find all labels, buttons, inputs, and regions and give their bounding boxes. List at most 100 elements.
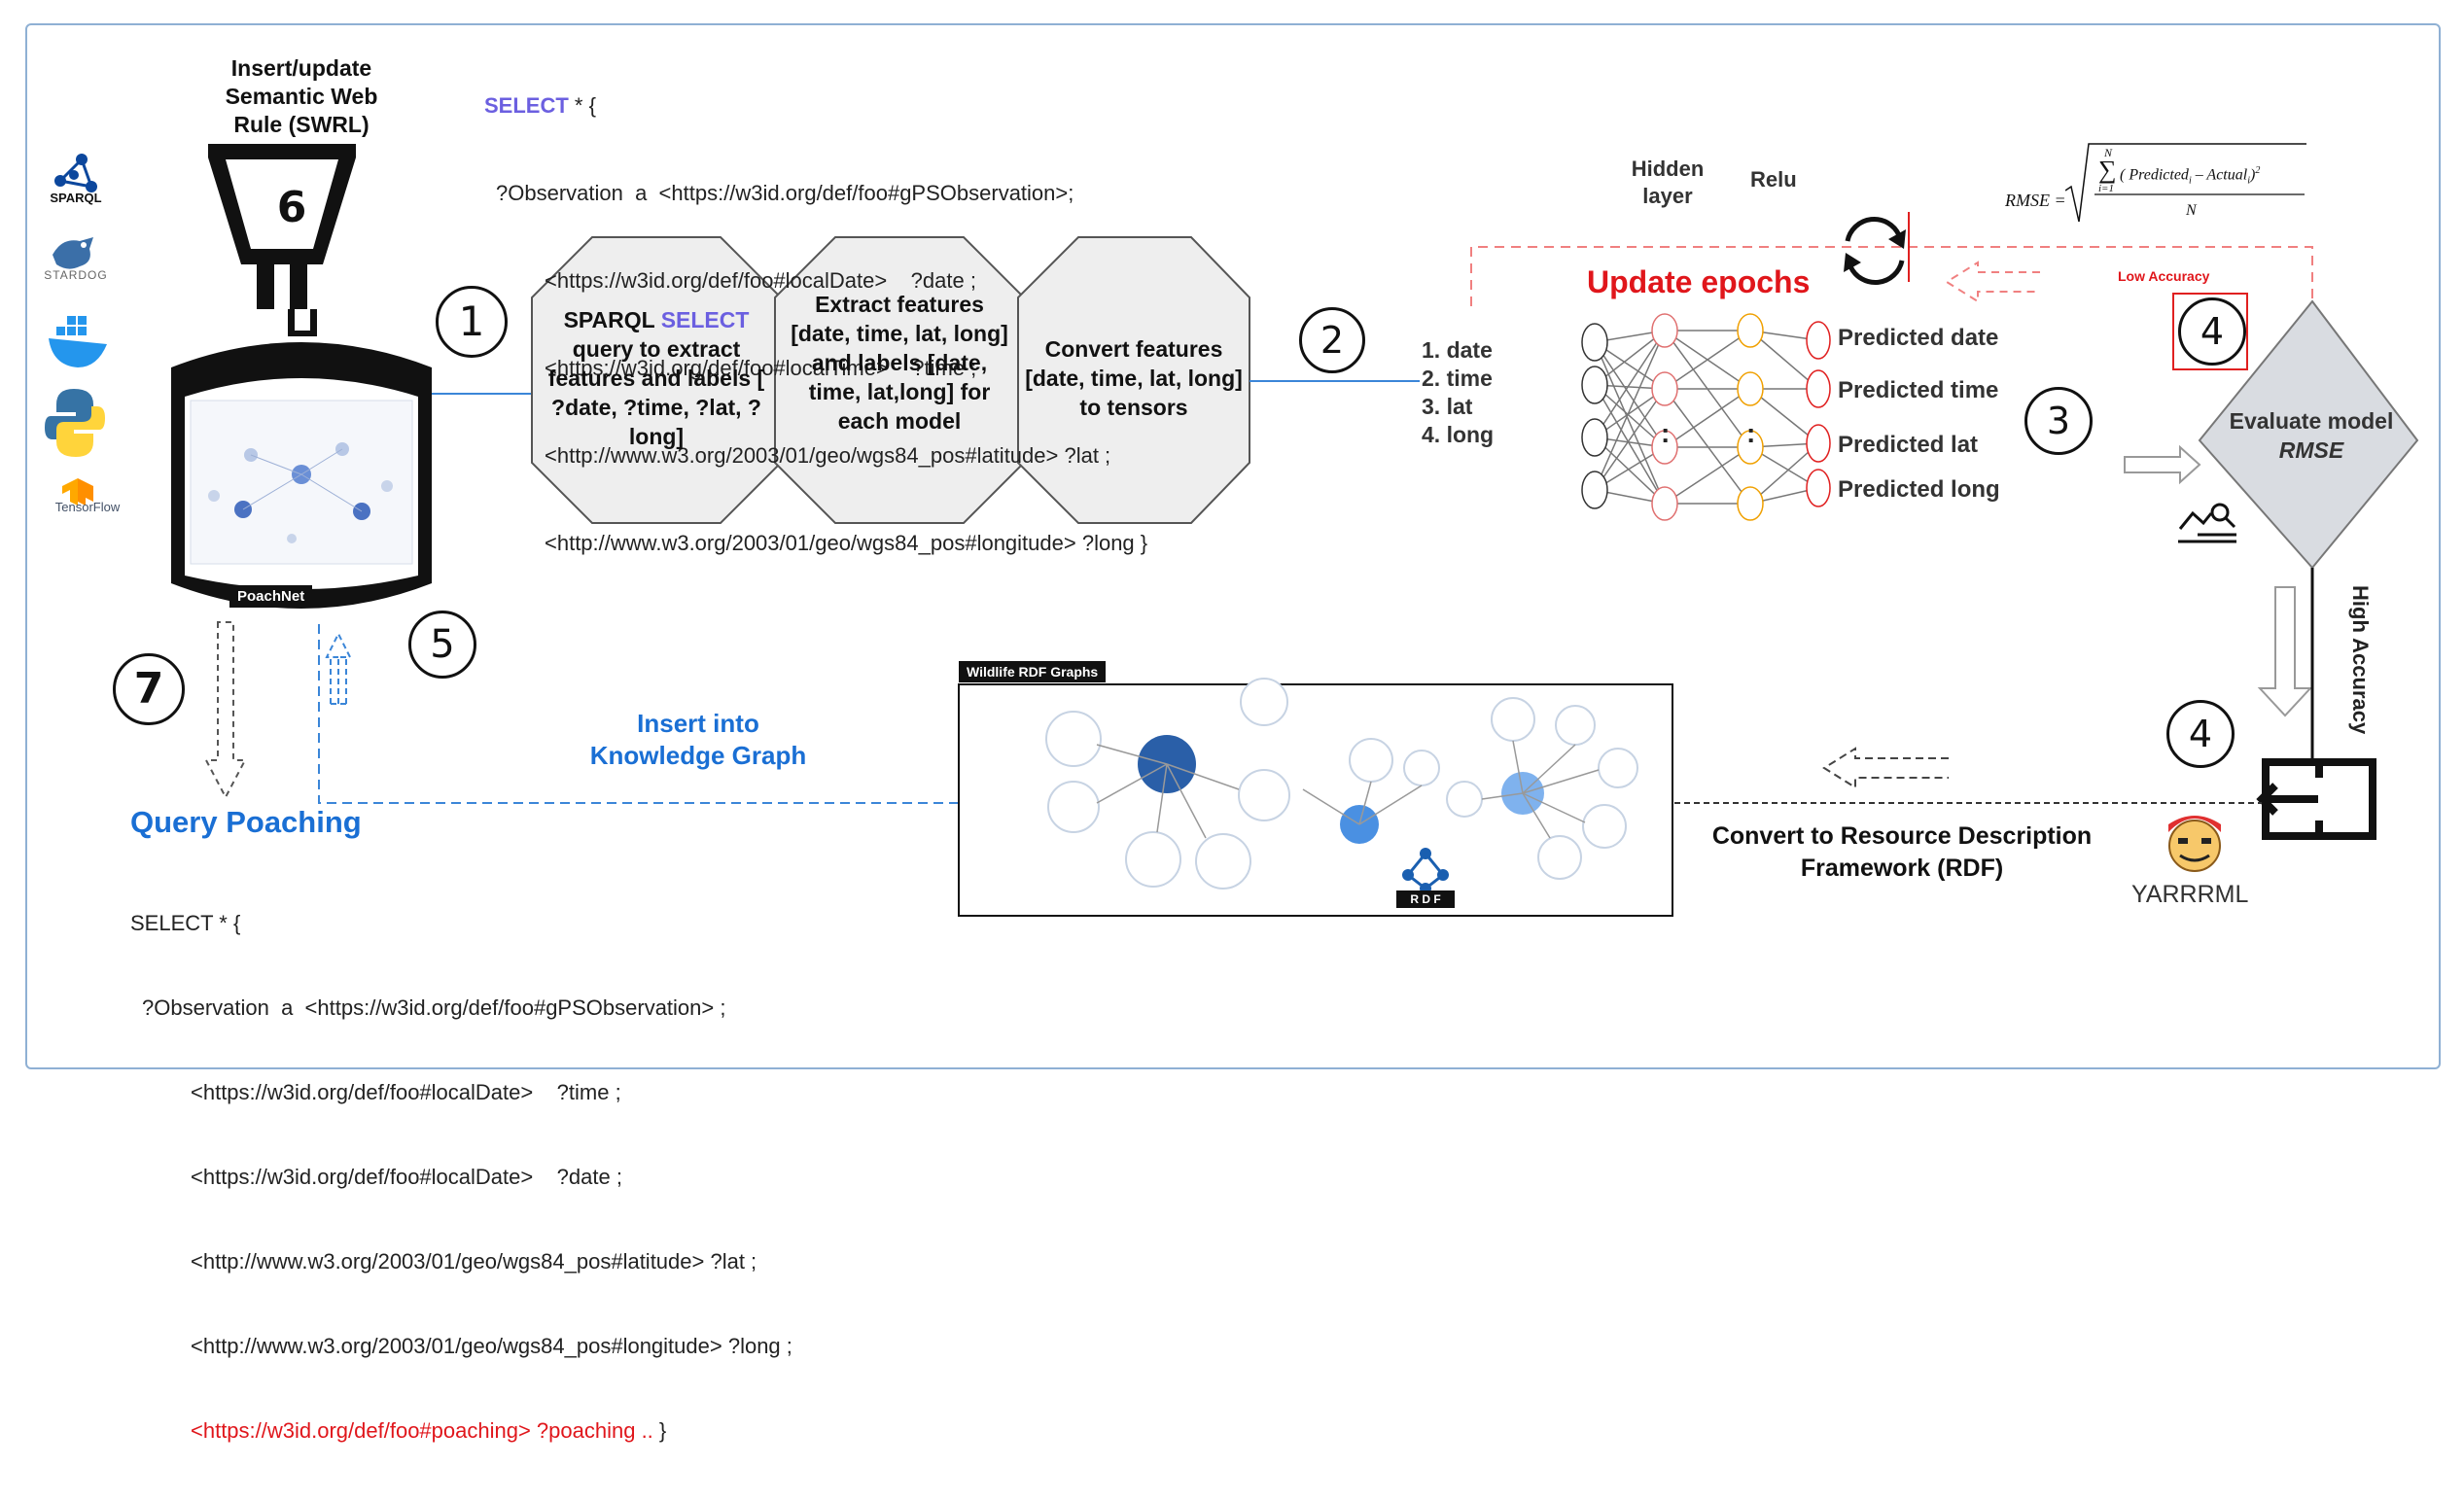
docker-icon xyxy=(49,316,107,367)
qp-line-4: <http://www.w3.org/2003/01/geo/wgs84_pos… xyxy=(191,1249,757,1274)
step-4-convert-badge: 4 xyxy=(2166,700,2235,768)
input-features-list: 1. date 2. time 3. lat 4. long xyxy=(1422,336,1494,449)
sum-sign: ∑ xyxy=(2098,156,2117,184)
qp-line-6: <https://w3id.org/def/foo#poaching> ?poa… xyxy=(130,1416,792,1445)
top-query-line-1: ?Observation a <https://w3id.org/def/foo… xyxy=(496,181,1074,205)
diagram-svg xyxy=(45,144,2419,917)
output-predicted-date: Predicted date xyxy=(1838,325,1999,351)
tensorflow-icon xyxy=(62,478,93,506)
hidden-layer-label: Hidden layer xyxy=(1631,157,1705,208)
numer-sup: 2 xyxy=(2255,165,2261,176)
octagon-sparql-select xyxy=(531,236,782,524)
qp-line-2: <https://w3id.org/def/foo#localDate> ?ti… xyxy=(191,1080,621,1104)
step4-box xyxy=(2172,293,2248,370)
sum-lower: i=1 xyxy=(2098,183,2114,194)
swrl-line-2: Semantic Web xyxy=(225,84,378,109)
top-query-select-line: SELECT * { xyxy=(484,91,1147,121)
top-sparql-query: SELECT * { ?Observation a <https://w3id.… xyxy=(484,33,1147,616)
top-query-select-rest: * { xyxy=(568,93,596,118)
qp-line-5: <http://www.w3.org/2003/01/geo/wgs84_pos… xyxy=(191,1334,792,1358)
top-query-line-4: <http://www.w3.org/2003/01/geo/wgs84_pos… xyxy=(545,443,1111,468)
convert-rdf-label: Convert to Resource Description Framewor… xyxy=(1711,822,2093,882)
layer-2-ellipsis: : xyxy=(1661,418,1671,448)
input-feature-date: 1. date xyxy=(1422,337,1493,363)
swrl-funnel xyxy=(208,144,356,336)
swrl-line-3: Rule (SWRL) xyxy=(233,112,370,137)
swrl-line-1: Insert/update xyxy=(230,55,372,81)
rmse-numerator: ( Predictedi – Actuali)2 xyxy=(2120,165,2261,187)
rml-converter-icon xyxy=(2256,758,2376,840)
stardog-logo-label: STARDOG xyxy=(44,268,108,282)
rdf-badge: R D F xyxy=(1396,890,1455,908)
sparql-icon xyxy=(51,152,101,206)
rmse-denominator: N xyxy=(2186,202,2197,219)
outer-frame xyxy=(25,23,2441,1069)
input-feature-lat: 3. lat xyxy=(1422,394,1473,419)
query-down-arrow xyxy=(204,621,247,800)
output-predicted-lat: Predicted lat xyxy=(1838,432,1979,458)
qp-close-brace: } xyxy=(652,1418,667,1443)
neural-network xyxy=(1581,313,1831,521)
step-5-badge: 5 xyxy=(408,611,476,679)
rmse-formula: RMSE = N ∑ i=1 ( Predictedi – Actuali)2 … xyxy=(2005,142,2306,229)
query-poaching-code: SELECT * { ?Observation a <https://w3id.… xyxy=(130,853,792,1501)
qp-select: SELECT * { xyxy=(130,911,241,935)
qp-line-1: ?Observation a <https://w3id.org/def/foo… xyxy=(142,995,726,1020)
qp-poaching-triple: <https://w3id.org/def/foo#poaching> ?poa… xyxy=(191,1418,653,1443)
step-2-badge: 2 xyxy=(1299,307,1365,373)
output-predicted-long: Predicted long xyxy=(1838,476,2000,503)
numer-actual: – Actual xyxy=(2191,166,2248,184)
low-accuracy-label: Low Accuracy xyxy=(2118,268,2210,284)
analytics-icon xyxy=(2178,503,2236,543)
octagon-sparql-text: SPARQL SELECT query to extract features … xyxy=(541,305,772,451)
rmse-formula-lhs: RMSE = xyxy=(2005,191,2066,210)
high-accuracy-arrow xyxy=(2257,586,2313,717)
swrl-label: Insert/update Semantic Web Rule (SWRL) xyxy=(194,54,408,139)
layer-3-ellipsis: : xyxy=(1746,418,1756,448)
rmse-radical xyxy=(2065,143,2306,223)
high-accuracy-label: High Accuracy xyxy=(2348,585,2373,735)
qp-line-3: <https://w3id.org/def/foo#localDate> ?da… xyxy=(191,1165,622,1189)
poachnet-label: PoachNet xyxy=(229,585,313,608)
evaluate-model-label: Evaluate model RMSE xyxy=(2219,406,2404,465)
sparql-logo-label: SPARQL xyxy=(50,191,102,205)
top-query-line-5: <http://www.w3.org/2003/01/geo/wgs84_pos… xyxy=(545,531,1148,555)
octagon-sparql-pre: SPARQL xyxy=(563,307,661,332)
octagon-sparql-post: query to extract features and labels [ ?… xyxy=(547,336,765,449)
numer-sub-2: i xyxy=(2247,175,2250,187)
top-query-line-2: <https://w3id.org/def/foo#localDate> ?da… xyxy=(545,268,976,293)
numer-sub-1: i xyxy=(2188,175,2192,187)
octagon-convert-tensors xyxy=(1017,236,1250,524)
convert-rdf-arrow xyxy=(1822,747,1949,789)
insert-kg-label: Insert into Knowledge Graph xyxy=(589,709,807,770)
rmse-lhs-text: RMSE xyxy=(2005,191,2050,210)
step-1-badge: 1 xyxy=(436,286,508,358)
poachnet-database xyxy=(171,342,432,609)
sum-upper: N xyxy=(2104,146,2113,159)
top-query-select-keyword: SELECT xyxy=(484,93,569,118)
evaluate-text: Evaluate model xyxy=(2229,408,2394,434)
step-3-badge: 3 xyxy=(2024,387,2093,455)
low-accuracy-arrow xyxy=(1945,261,2040,303)
relu-label: Relu xyxy=(1750,167,1797,192)
octagon-extract-text: Extract features [date, time, lat, long]… xyxy=(791,292,1008,434)
predictions-to-evaluate-arrow xyxy=(2124,444,2201,485)
tensorflow-logo-label: TensorFlow xyxy=(54,500,121,514)
rdf-to-kg-line xyxy=(318,622,959,804)
python-icon xyxy=(45,389,105,457)
yarrrml-label: YARRRML xyxy=(2131,881,2249,908)
step-7-badge: 7 xyxy=(113,653,185,725)
stardog-icon xyxy=(53,237,93,269)
insert-up-arrow xyxy=(325,631,352,704)
update-epochs-loop xyxy=(1470,246,2313,306)
query-poaching-title: Query Poaching xyxy=(130,805,362,839)
update-epochs-label: Update epochs xyxy=(1587,264,1811,299)
step-4-eval-badge: 4 xyxy=(2178,297,2246,366)
yarrrml-icon xyxy=(2168,816,2221,872)
top-query-line-3: <https://w3id.org/def/foo#localTime> ?ti… xyxy=(545,356,977,380)
rdf-panel-title: Wildlife RDF Graphs xyxy=(959,661,1107,682)
output-predicted-time: Predicted time xyxy=(1838,377,1999,403)
input-feature-long: 4. long xyxy=(1422,422,1495,447)
input-feature-time: 2. time xyxy=(1422,366,1493,391)
octagon-sparql-keyword: SELECT xyxy=(660,307,750,332)
